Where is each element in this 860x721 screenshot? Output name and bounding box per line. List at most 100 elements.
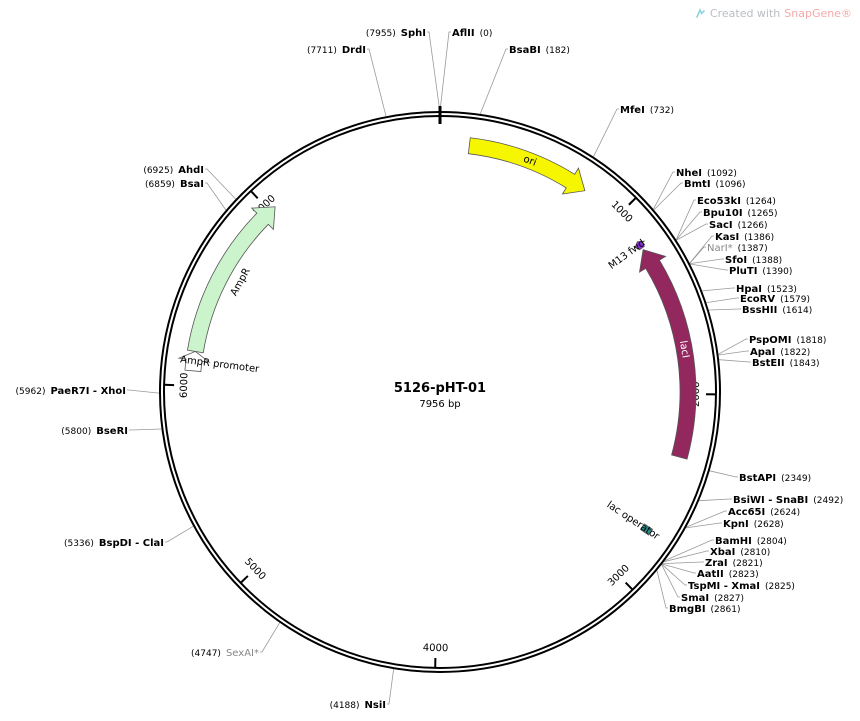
site-leader-line [260,622,280,653]
site-leader-line [165,525,194,543]
site-leader-lines [127,31,751,705]
site-smai-position: (2827) [714,594,744,604]
site-bstapi-name[interactable]: BstAPI [739,473,776,484]
site-nsii-name[interactable]: NsiI [365,700,386,711]
feature-ori-arrow[interactable] [467,137,586,195]
feature-ampr-promoter-arrow[interactable] [177,350,211,372]
feature-lac-operator-label: lac operator [605,500,662,543]
site-leader-line [656,570,668,609]
site-nari-name[interactable]: NarI* [707,243,733,254]
site-eco53ki-name[interactable]: Eco53kI [697,196,741,207]
site-leader-line [685,522,722,529]
feature-ori-label: ori [522,154,538,169]
site-ecorv-name[interactable]: EcoRV [740,294,775,305]
site-pspomi-name[interactable]: PspOMI [749,335,791,346]
feature-m13-fwd-arrow[interactable] [633,240,646,251]
site-leader-line [689,246,706,264]
site-bsiwi-snabi-name[interactable]: BsiWI - SnaBI [733,495,808,506]
site-bspdi-clai-name[interactable]: BspDI - ClaI [99,538,164,549]
site-sphi-position: (7955) [366,29,396,39]
site-ahdi-name[interactable]: AhdI [178,165,204,176]
site-acc65i-name[interactable]: Acc65I [728,507,765,518]
site-leader-line [689,258,724,264]
site-mfei-name[interactable]: MfeI [620,105,645,116]
site-leader-line [689,235,714,264]
feature-lac-operator-arrow[interactable] [639,523,654,536]
site-tspmi-xmai-name[interactable]: TspMI - XmaI [688,581,760,592]
site-bsteii-name[interactable]: BstEII [752,358,785,369]
site-ecorv-position: (1579) [780,295,810,305]
plasmid-name: 5126-pHT-01 [394,381,486,396]
site-leader-line [427,31,441,112]
site-leader-line [664,539,714,561]
site-zrai-name[interactable]: ZraI [705,558,728,569]
site-sexai-name[interactable]: SexAI* [226,648,259,659]
snapgene-logo-icon [696,8,705,18]
site-leader-line [706,297,739,303]
site-leader-line [653,171,675,210]
site-aatii-name[interactable]: AatII [697,569,724,580]
site-zrai-position: (2821) [733,559,763,569]
site-bseri-position: (5800) [61,427,91,437]
site-xbai-name[interactable]: XbaI [710,547,735,558]
feature-lacI-label: lacI [677,340,691,359]
site-bsshii-name[interactable]: BssHII [742,305,777,316]
site-kasi-position: (1386) [744,233,774,243]
site-bsteii-position: (1843) [790,359,820,369]
site-bmti-name[interactable]: BmtI [684,179,711,190]
site-ahdi-position: (6925) [143,166,173,176]
site-leader-line [662,561,704,564]
site-acc65i-position: (2624) [770,508,800,518]
site-leader-line [675,199,696,240]
site-saci-name[interactable]: SacI [709,220,733,231]
site-sphi-name[interactable]: SphI [401,28,426,39]
site-bmgbi-name[interactable]: BmgBI [669,604,706,615]
site-kpni-position: (2628) [754,520,784,530]
site-leader-line [367,48,387,117]
site-bpu10i-position: (1265) [748,209,778,219]
site-pluti-name[interactable]: PluTI [729,266,757,277]
tick-label: 4000 [423,643,449,654]
site-pspomi-position: (1818) [796,336,826,346]
site-bsshii-position: (1614) [782,306,812,316]
site-sfoi-name[interactable]: SfoI [725,255,747,266]
site-apai-name[interactable]: ApaI [750,347,775,358]
site-bamhi-position: (2804) [757,537,787,547]
restriction-site-labels: AflII(0)BsaBI(182)MfeI(732)NheI(1092)Bmt… [16,28,844,711]
site-pluti-position: (1390) [762,267,792,277]
site-tspmi-xmai-position: (2825) [765,582,795,592]
site-kpni-name[interactable]: KpnI [723,519,749,530]
site-eco53ki-position: (1264) [746,197,776,207]
site-bpu10i-name[interactable]: Bpu10I [703,208,743,219]
site-paer7i-xhoi-name[interactable]: PaeR7I - XhoI [50,386,126,397]
site-apai-position: (1822) [780,348,810,358]
feature-lacI-arrow[interactable] [638,249,697,460]
feature-ampr-arrow[interactable] [186,206,276,354]
site-bsai-position: (6859) [145,180,175,190]
site-bseri-name[interactable]: BseRI [96,426,128,437]
site-leader-line [702,287,735,292]
site-leader-line [709,470,738,478]
site-kasi-name[interactable]: KasI [715,232,739,243]
site-leader-line [387,669,394,705]
site-leader-line [593,108,619,157]
site-drdi-name[interactable]: DrdI [342,45,366,56]
site-leader-line [129,428,162,431]
site-smai-name[interactable]: SmaI [681,593,709,604]
site-leader-line [205,182,227,211]
site-saci-position: (1266) [738,221,768,231]
site-nhei-name[interactable]: NheI [676,168,702,179]
site-bamhi-name[interactable]: BamHI [715,536,752,547]
site-hpai-name[interactable]: HpaI [736,284,762,295]
site-leader-line [690,263,728,271]
site-mfei-position: (732) [650,106,674,116]
site-leader-line [662,563,696,574]
watermark-prefix: Created with [709,7,781,20]
site-drdi-position: (7711) [307,46,337,56]
site-bsai-name[interactable]: BsaI [180,179,204,190]
tick-mark [239,575,249,584]
site-bsabi-name[interactable]: BsaBI [509,45,541,56]
site-aflii-name[interactable]: AflII [452,28,475,39]
